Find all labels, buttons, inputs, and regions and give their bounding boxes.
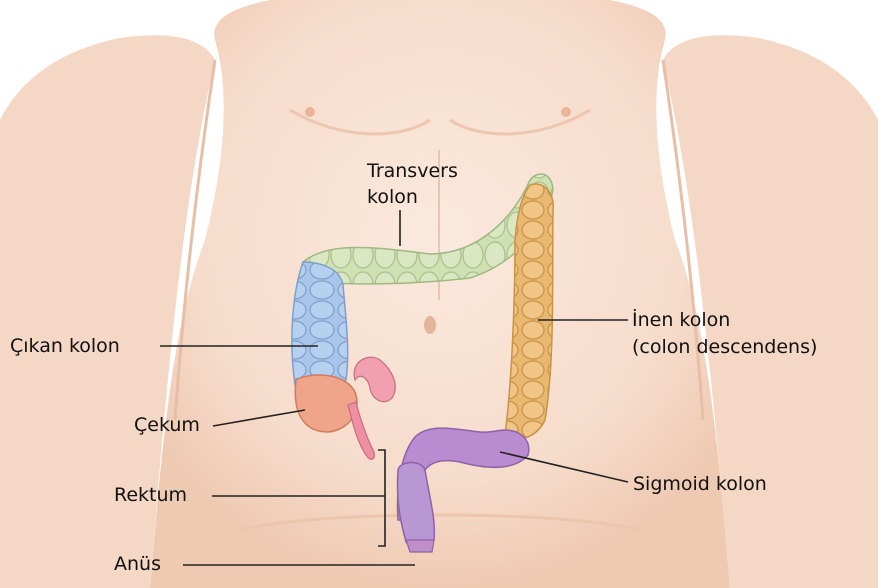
ascending-colon (292, 262, 348, 391)
anus-label: Anüs (114, 553, 161, 575)
ascending-colon-label: Çıkan kolon (10, 335, 120, 357)
transverse-colon-label-line1: Transvers (367, 160, 458, 182)
descending-colon-label-line2: (colon descendens) (632, 336, 817, 358)
cecum-label: Çekum (134, 414, 200, 436)
anus (406, 540, 434, 552)
descending-colon-label-line1: İnen kolon (632, 309, 730, 331)
rectum-label: Rektum (114, 484, 187, 506)
navel (424, 316, 436, 334)
sigmoid-colon-label: Sigmoid kolon (633, 473, 767, 495)
transverse-colon-label-line2: kolon (367, 186, 418, 208)
cecum (295, 375, 357, 432)
